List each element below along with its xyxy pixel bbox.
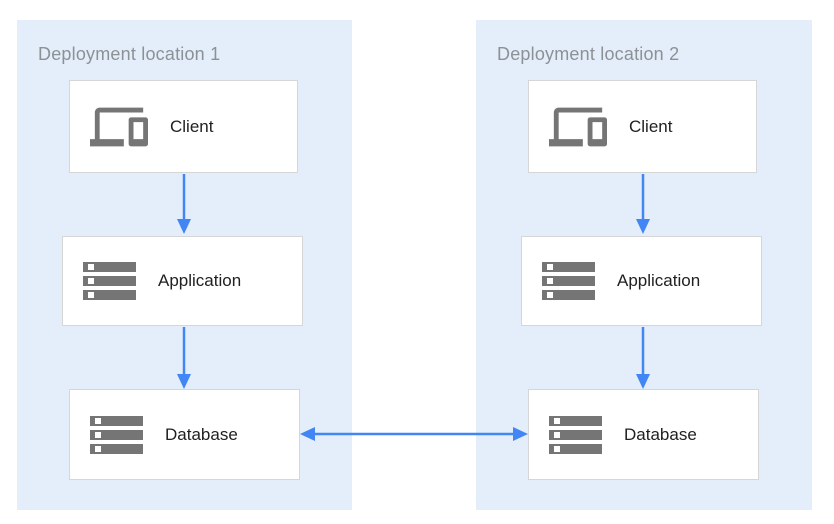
node-database-1: Database (69, 389, 300, 480)
node-application-2: Application (521, 236, 762, 326)
node-label-client-1: Client (170, 116, 214, 136)
database-stack-icon (90, 415, 143, 454)
panel-1-title: Deployment location 1 (38, 44, 221, 64)
node-client-2: Client (528, 80, 757, 173)
panel-2-title: Deployment location 2 (497, 44, 680, 64)
deployment-location-1-zone: Deployment location 1 Client A (17, 20, 352, 510)
server-stack-icon (542, 262, 595, 300)
server-stack-icon (83, 262, 136, 300)
deployment-location-2-zone: Deployment location 2 Client A (476, 20, 812, 510)
database-stack-icon (549, 415, 602, 454)
node-label-client-2: Client (629, 116, 673, 136)
node-label-database-2: Database (624, 424, 697, 444)
node-application-1: Application (62, 236, 303, 326)
node-database-2: Database (528, 389, 759, 480)
node-label-application-2: Application (617, 271, 701, 290)
devices-icon (90, 98, 148, 156)
devices-icon (549, 98, 607, 156)
node-label-application-1: Application (158, 271, 242, 290)
node-client-1: Client (69, 80, 298, 173)
node-label-database-1: Database (165, 424, 238, 444)
